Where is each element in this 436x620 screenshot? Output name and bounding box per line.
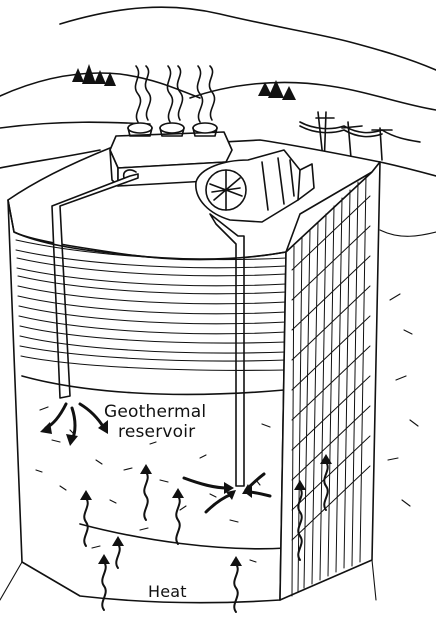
heat-label: Heat (148, 582, 187, 601)
reservoir-label-line2: reservoir (118, 422, 195, 442)
trees-left (72, 64, 116, 86)
injection-arrows (46, 404, 104, 440)
hill-far (60, 7, 436, 70)
surface-line-right (380, 162, 436, 176)
lower-boundary (80, 524, 286, 549)
hill-mid (190, 82, 436, 110)
reservoir-label-line1: Geothermal (104, 402, 206, 422)
